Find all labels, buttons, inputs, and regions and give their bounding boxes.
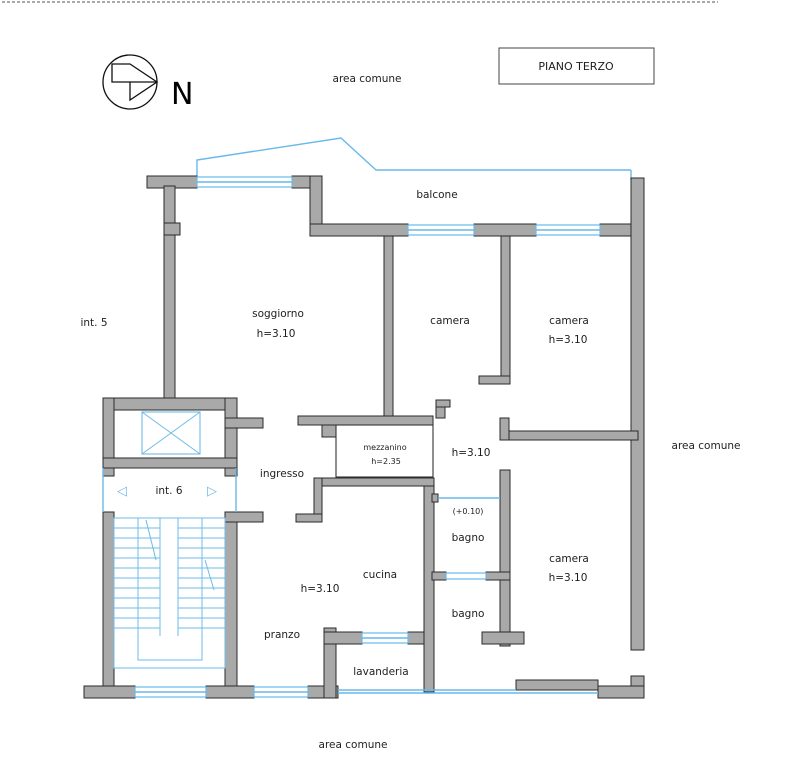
title-box [498,47,655,85]
bagno-2-label: bagno [452,608,485,620]
bagno-1-level-note: (+0.10) [453,507,484,516]
bagno-1-label: bagno [452,532,485,544]
mezzanino-label: mezzanino [363,443,406,452]
camera-3-height-label: h=3.10 [549,572,588,584]
camera-2-label: camera [549,315,589,327]
north-arrow-icon [102,54,159,110]
area-comune-bottom-label: area comune [319,739,388,751]
balcone-label: balcone [416,189,457,201]
soggiorno-height-label: h=3.10 [257,328,296,340]
area-comune-right-label: area comune [672,440,741,452]
north-label: N [171,77,193,112]
camera-2-height-label: h=3.10 [549,334,588,346]
int5-label: int. 5 [80,317,107,329]
balcony-outline [196,137,632,180]
soggiorno-label: soggiorno [252,308,304,320]
pranzo-label: pranzo [264,629,300,641]
area-comune-top-label: area comune [333,73,402,85]
mezzanino-height-label: h=2.35 [371,457,401,466]
title: PIANO TERZO [538,60,614,73]
partition-lines [335,424,434,478]
staircase [113,517,226,669]
camera-3-label: camera [549,553,589,565]
triangle-left-icon: ◁ [117,484,127,499]
ingresso-label: ingresso [260,468,304,480]
pranzo-height-label: h=3.10 [301,583,340,595]
elevator-shaft-icon [141,411,201,455]
camera-1-label: camera [430,315,470,327]
int6-label: int. 6 [155,485,182,497]
cucina-label: cucina [363,569,397,581]
disimpegno-height-label: h=3.10 [452,447,491,459]
windows [102,176,601,698]
lavanderia-label: lavanderia [353,666,408,678]
walls [83,175,645,699]
triangle-right-icon: ▷ [207,484,217,499]
